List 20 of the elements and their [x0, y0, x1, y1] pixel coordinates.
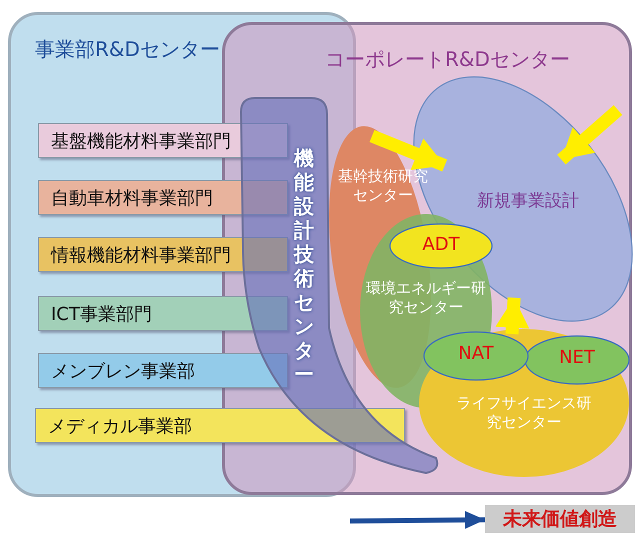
- ellipse-label: NAT: [457, 343, 495, 366]
- panel-heading: コーポレートR&Dセンター: [325, 47, 570, 72]
- division-bar: 情報機能材料事業部門: [38, 237, 288, 272]
- arrow: [557, 105, 622, 165]
- arrow: [350, 510, 486, 529]
- ellipse-label: ADT: [421, 234, 461, 256]
- ellipse-label: 新規事業設計: [476, 191, 580, 212]
- arrow: [370, 130, 448, 172]
- band-label: 機能設計技術センター: [293, 146, 315, 386]
- division-bar: メンブレン事業部: [38, 353, 288, 388]
- division-bar: メディカル事業部: [35, 408, 405, 443]
- division-bar: ICT事業部門: [38, 296, 288, 331]
- division-bar: 基盤機能材料事業部門: [38, 123, 288, 158]
- ellipse-label: NET: [558, 347, 596, 370]
- ellipse-label: ライフサイエンス研究センター: [456, 394, 592, 432]
- arrow: [495, 297, 530, 334]
- ellipse-label: 環境エネルギー研究センター: [365, 279, 487, 316]
- goal-box: 未来価値創造: [485, 505, 635, 533]
- division-bar: 自動車材料事業部門: [38, 180, 288, 215]
- panel-heading: 事業部R&Dセンター: [35, 37, 220, 62]
